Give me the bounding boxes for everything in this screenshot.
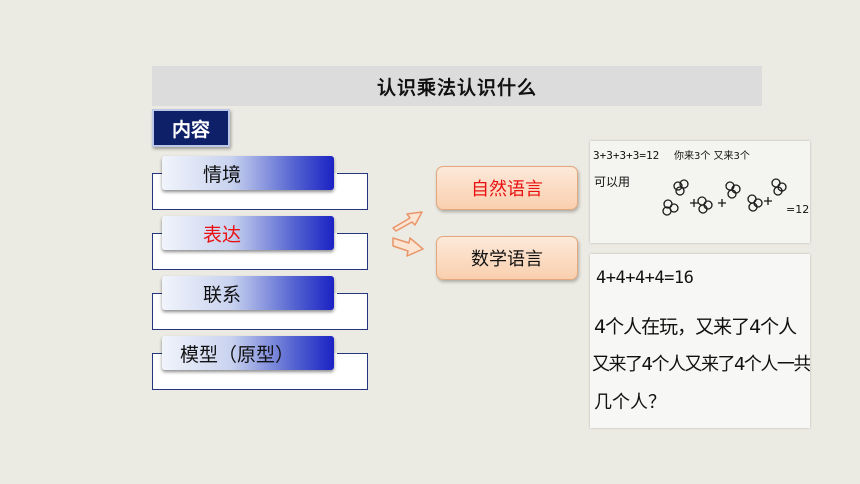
board-bottom-line4: 几个人？: [594, 392, 666, 413]
board-top-line4: =12: [786, 203, 810, 216]
board-bottom-line3: 又来了4个人又来了4个人一共: [592, 354, 810, 375]
content-item-scenario: 情境: [152, 154, 368, 214]
board-top-line3: 你来3个 又来3个: [674, 151, 750, 162]
slide-title: 认识乘法认识什么: [152, 66, 762, 106]
content-item-expression: 表达: [152, 214, 368, 274]
content-item-connection: 联系: [152, 274, 368, 334]
whiteboard-photo-bottom: 4+4+4+4=16 4个人在玩，又来了4个人 又来了4个人又来了4个人一共 几…: [590, 254, 810, 428]
board-top-line1: 3+3+3+3=12: [593, 149, 660, 162]
item-tab: 情境: [162, 156, 334, 190]
item-label: 表达: [202, 223, 241, 246]
arrow-right-icon: [392, 237, 424, 257]
board-bottom-line2: 4个人在玩，又来了4个人: [594, 316, 797, 338]
language-natural: 自然语言: [436, 166, 578, 210]
item-label: 联系: [202, 283, 241, 306]
arrow-up-right-icon: [392, 211, 423, 232]
board-top-line2: 可以用: [594, 175, 631, 189]
item-tab: 模型（原型）: [162, 336, 334, 370]
item-tab: 表达: [162, 216, 334, 250]
language-math: 数学语言: [436, 236, 578, 280]
item-tab: 联系: [162, 276, 334, 310]
handwriting-flowers: [590, 141, 810, 243]
item-label: 情境: [202, 163, 241, 186]
section-label-content: 内容: [152, 109, 230, 147]
board-bottom-line1: 4+4+4+4=16: [596, 268, 694, 288]
item-label: 模型（原型）: [179, 343, 294, 366]
whiteboard-photo-top: 3+3+3+3=12 可以用 你来3个 又来3个 =12: [590, 141, 810, 243]
content-item-model: 模型（原型）: [152, 334, 368, 394]
